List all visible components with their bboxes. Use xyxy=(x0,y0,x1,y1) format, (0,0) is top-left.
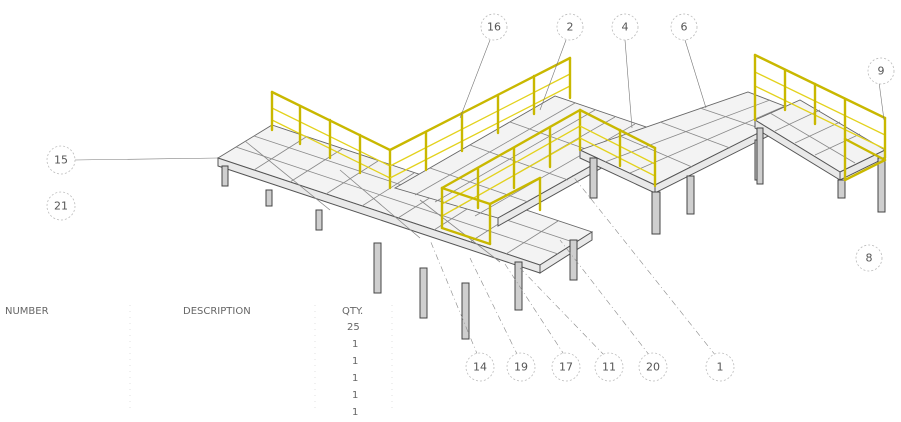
callout-4: 4 xyxy=(611,13,639,41)
svg-text:15: 15 xyxy=(54,154,68,167)
svg-text:6: 6 xyxy=(681,21,688,34)
callout-8: 8 xyxy=(855,244,883,272)
railing-center xyxy=(440,108,582,246)
railing-far-right xyxy=(753,53,887,182)
right-deck xyxy=(578,91,802,235)
callout-11: 11 xyxy=(594,352,624,382)
bom-qty-row: 1 xyxy=(352,407,358,418)
svg-text:4: 4 xyxy=(622,21,629,34)
bom-header-qty: QTY. xyxy=(342,306,363,317)
svg-text:16: 16 xyxy=(487,21,501,34)
svg-text:14: 14 xyxy=(473,361,487,374)
bom-qty-row: 1 xyxy=(352,390,358,401)
far-right-legs xyxy=(756,127,886,213)
svg-text:1: 1 xyxy=(717,361,724,374)
callout-bubbles: 16 2 4 6 9 15 21 8 xyxy=(46,13,895,382)
railing-long xyxy=(388,56,572,179)
callout-21: 21 xyxy=(46,191,76,221)
callout-9: 9 xyxy=(867,57,895,85)
bom-qty-row: 1 xyxy=(352,339,358,350)
far-right-platform xyxy=(754,99,886,213)
svg-text:8: 8 xyxy=(866,252,873,265)
leader-lines xyxy=(74,39,885,357)
railing-left xyxy=(270,90,392,190)
callout-17: 17 xyxy=(551,352,581,382)
left-deck-legs xyxy=(221,165,578,340)
svg-text:11: 11 xyxy=(602,361,616,374)
bom-qty-row: 25 xyxy=(347,322,360,333)
far-right-grid xyxy=(769,109,861,164)
svg-text:19: 19 xyxy=(514,361,528,374)
bom-table: NUMBER DESCRIPTION QTY. 25 1 1 1 1 1 xyxy=(5,305,393,418)
callout-16: 16 xyxy=(480,13,508,41)
callout-15: 15 xyxy=(46,145,76,175)
bom-header-number: NUMBER xyxy=(5,306,49,317)
bom-qty-row: 1 xyxy=(352,373,358,384)
bom-qty-row: 1 xyxy=(352,356,358,367)
left-deck xyxy=(216,124,594,340)
svg-text:2: 2 xyxy=(567,21,574,34)
callout-2: 2 xyxy=(556,13,584,41)
bom-header-description: DESCRIPTION xyxy=(183,306,251,317)
callout-20: 20 xyxy=(638,352,668,382)
svg-text:20: 20 xyxy=(646,361,660,374)
railing-stair xyxy=(578,108,657,188)
callout-6: 6 xyxy=(670,13,698,41)
guard-railings xyxy=(270,53,887,246)
svg-text:17: 17 xyxy=(559,361,573,374)
svg-text:21: 21 xyxy=(54,200,68,213)
callout-19: 19 xyxy=(506,352,536,382)
callout-1: 1 xyxy=(705,352,735,382)
svg-text:9: 9 xyxy=(878,65,885,78)
platform-structure xyxy=(216,91,886,340)
callout-14: 14 xyxy=(465,352,495,382)
